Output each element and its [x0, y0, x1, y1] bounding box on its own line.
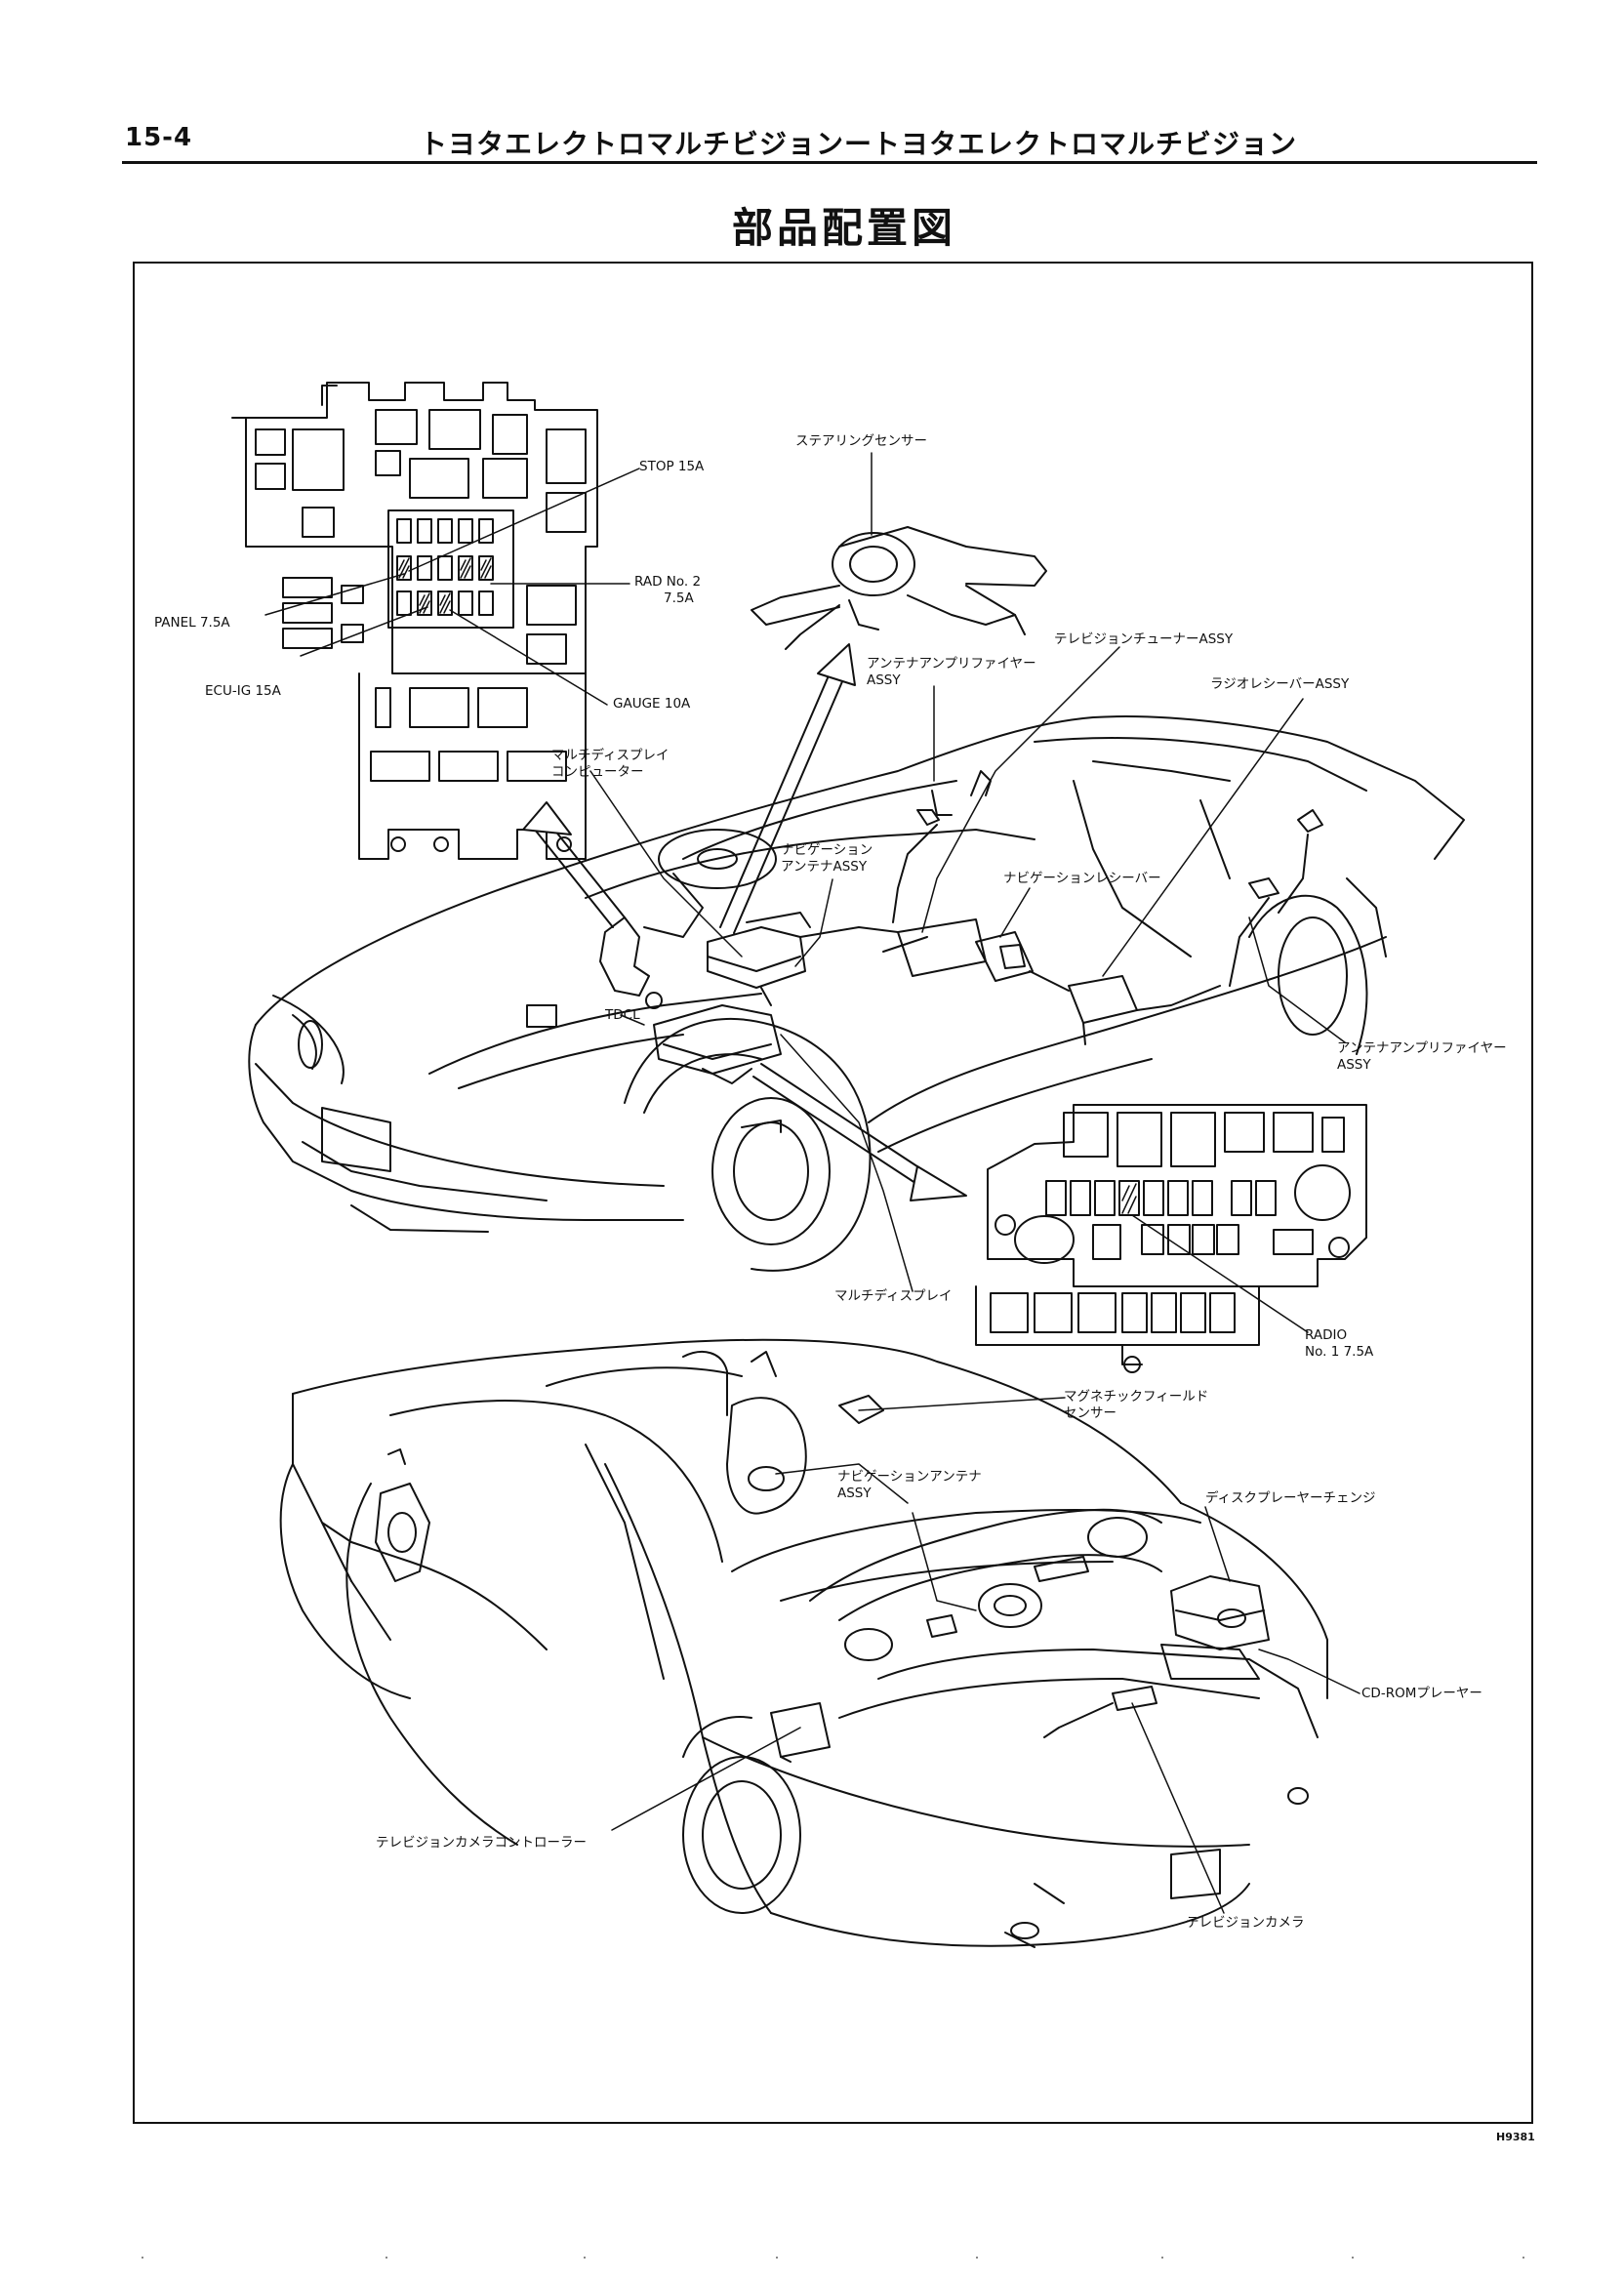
label-disc-changer: ディスクプレーヤーチェンジ: [1205, 1490, 1376, 1506]
scan-speck: [976, 2257, 978, 2259]
diagram-frame: [133, 262, 1533, 2124]
label-radio-receiver: ラジオレシーバーASSY: [1210, 676, 1350, 692]
figure-code: H9381: [1496, 2131, 1535, 2143]
label-tv-camera: テレビジョンカメラ: [1186, 1915, 1305, 1931]
label-antenna-amp-2: アンテナアンプリファイヤー ASSY: [1337, 1040, 1507, 1073]
label-nav-antenna-2: ナビゲーションアンテナ ASSY: [837, 1469, 982, 1501]
upper-car-body: [248, 715, 1465, 1272]
scan-speck: [1161, 2257, 1163, 2259]
fuse-label-gauge: GAUGE 10A: [613, 696, 691, 712]
junction-block-2: [975, 1104, 1367, 1373]
scan-speck: [142, 2257, 143, 2259]
fuse-label-rad-no2: RAD No. 2 7.5A: [634, 574, 702, 606]
component-leaders: [589, 452, 1360, 1914]
steering-sensor-drawing: [751, 526, 1047, 650]
fuse-label-panel: PANEL 7.5A: [154, 615, 230, 631]
scan-speck: [1522, 2257, 1524, 2259]
fuse-label-radio: RADIO No. 1 7.5A: [1305, 1327, 1374, 1360]
running-title: トヨタエレクトロマルチビジョンートヨタエレクトロマルチビジョン: [420, 128, 1298, 160]
hatched-fuse-radio: [1121, 1183, 1137, 1214]
scan-speck: [776, 2257, 778, 2259]
label-nav-antenna-1: ナビゲーション アンテナASSY: [781, 842, 873, 875]
label-cd-rom: CD-ROMプレーヤー: [1361, 1686, 1482, 1701]
fuse-label-ecu-ig: ECU-IG 15A: [205, 683, 281, 699]
label-antenna-amp-1: アンテナアンプリファイヤー ASSY: [867, 656, 1036, 688]
scan-speck: [1352, 2257, 1354, 2259]
lower-car-body: [279, 1338, 1328, 1948]
hatched-fuses: [398, 557, 492, 614]
label-md-computer: マルチディスプレイ コンピューター: [551, 748, 670, 780]
label-steering-sensor: ステアリングセンサー: [795, 433, 927, 449]
scan-speck: [386, 2257, 387, 2259]
diagram-title: 部品配置図: [732, 204, 957, 252]
arrow-fuse-block: [522, 801, 626, 928]
page-header: 15-4 トヨタエレクトロマルチビジョンートヨタエレクトロマルチビジョン: [0, 0, 1624, 176]
label-magnetic-sensor: マグネチックフィールド センサー: [1064, 1389, 1209, 1421]
label-tdcl: TDCL: [605, 1007, 640, 1023]
arrow-fuse-block-2: [752, 1063, 967, 1201]
header-rule: [122, 161, 1537, 164]
label-tv-tuner: テレビジョンチューナーASSY: [1054, 631, 1234, 647]
page-number: 15-4: [125, 123, 193, 152]
junction-block-1: [231, 382, 598, 860]
label-nav-receiver: ナビゲーションレシーバー: [1003, 871, 1161, 886]
arrow-steering: [719, 643, 856, 934]
label-tv-camera-controller: テレビジョンカメラコントローラー: [376, 1835, 587, 1851]
scan-speck: [584, 2257, 586, 2259]
label-multi-display: マルチディスプレイ: [834, 1288, 953, 1304]
fuse-leaders: [264, 468, 640, 706]
fuse-label-stop: STOP 15A: [639, 459, 705, 474]
radio-fuse-leader: [1131, 1214, 1309, 1333]
